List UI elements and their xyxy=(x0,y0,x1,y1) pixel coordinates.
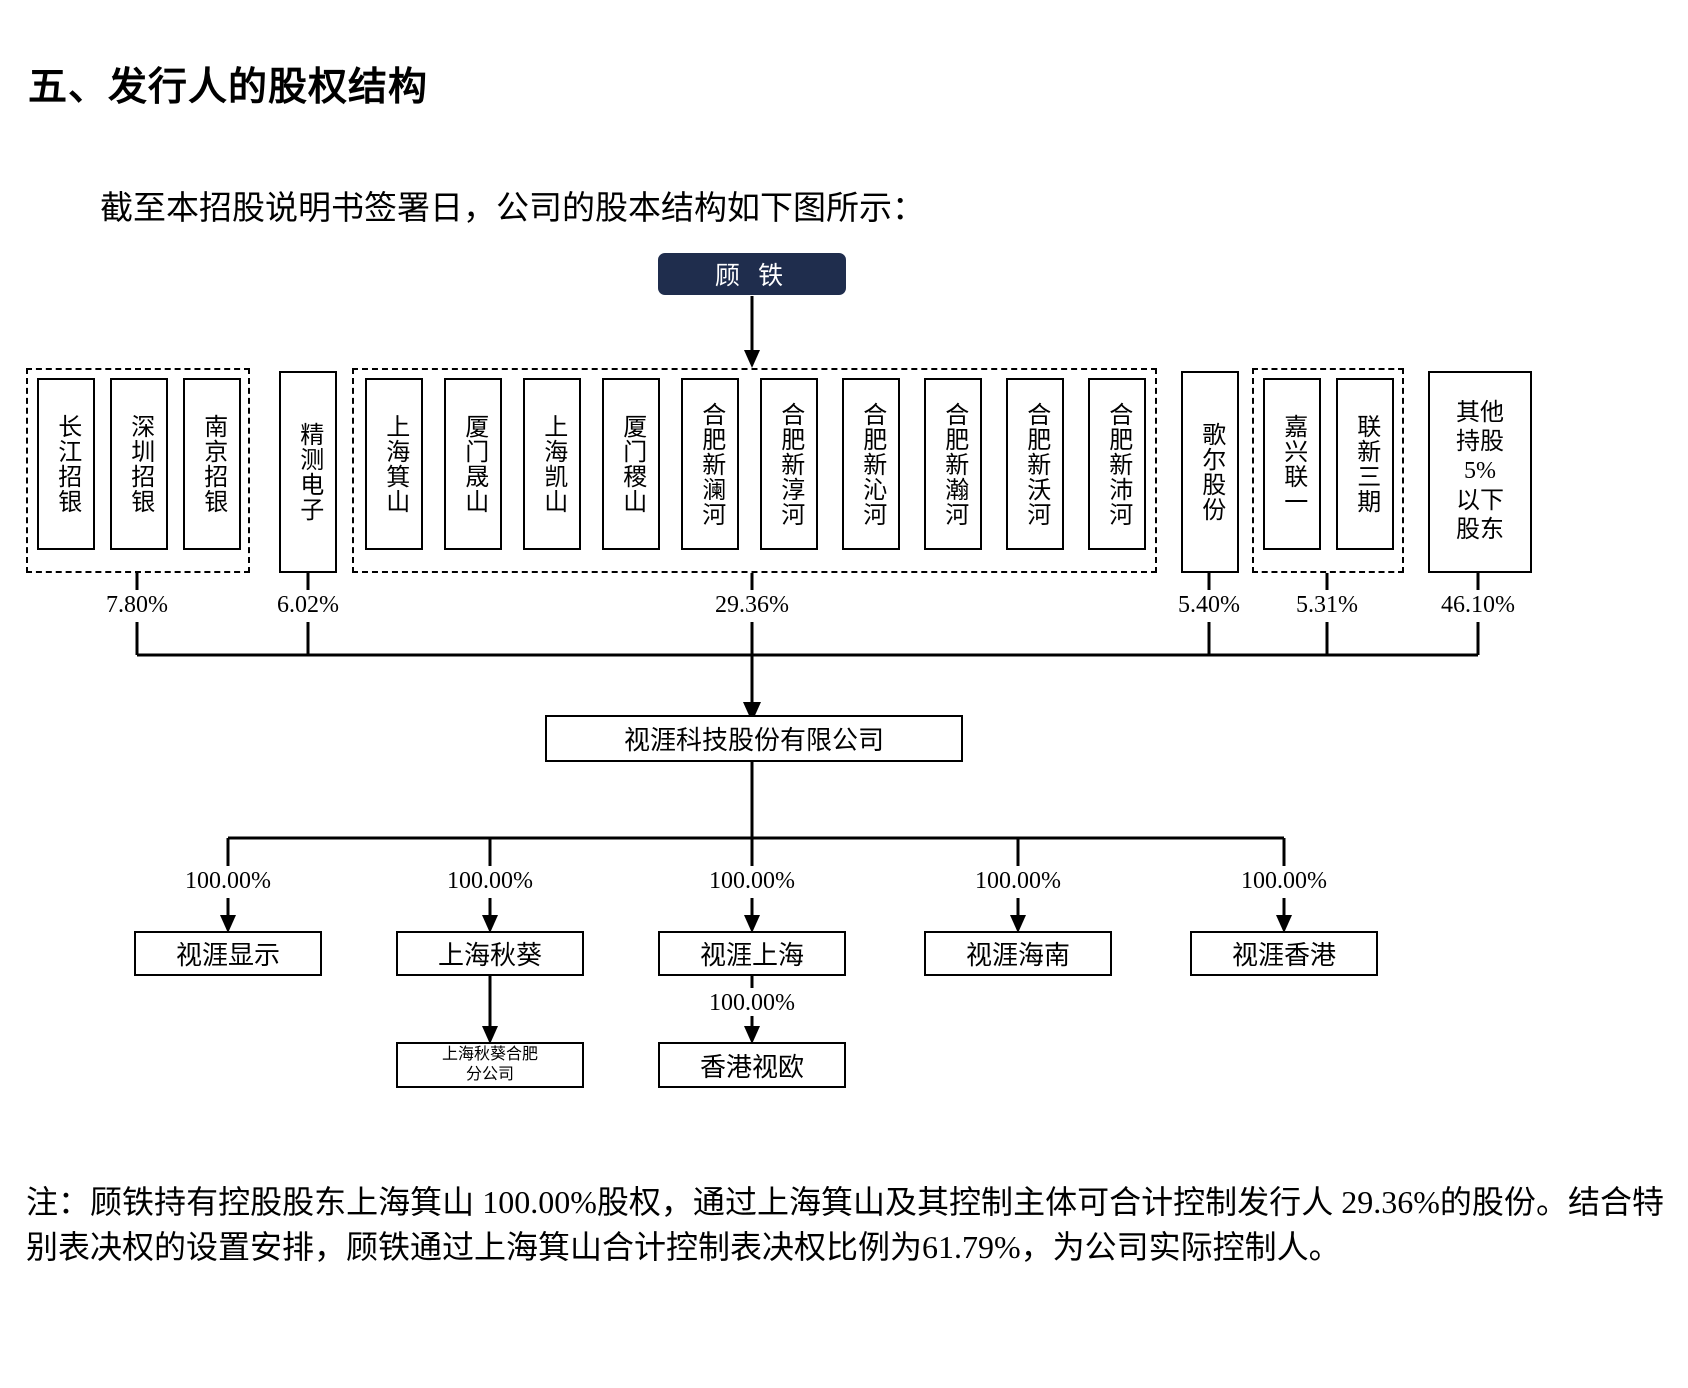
shareholder-label: 厦门晟山 xyxy=(460,414,487,514)
shareholder-box-shanghai-kaishan[interactable]: 上海凯山 xyxy=(523,378,581,550)
shareholder-label: 精测电子 xyxy=(295,422,322,522)
shareholder-label: 深圳招银 xyxy=(126,414,153,514)
page-title: 五、发行人的股权结构 xyxy=(28,65,429,111)
shareholder-label: 联新三期 xyxy=(1352,414,1379,514)
shareholder-box-shanghai-jishan[interactable]: 上海箕山 xyxy=(365,378,423,550)
shareholder-label: 上海箕山 xyxy=(381,414,408,514)
pct-shiya-xianshi: 100.00% xyxy=(185,868,271,894)
shareholder-label: 歌尔股份 xyxy=(1197,422,1224,522)
group-outline-lianxin xyxy=(1252,368,1404,573)
shareholder-box-shenzhen-zhaoyin[interactable]: 深圳招银 xyxy=(110,378,168,550)
shareholder-box-nanjing-zhaoyin[interactable]: 南京招银 xyxy=(183,378,241,550)
shareholder-box-jiaxing-lianyi[interactable]: 嘉兴联一 xyxy=(1263,378,1321,550)
shareholder-label: 厦门稷山 xyxy=(618,414,645,514)
pct-shanghai-qiukui: 100.00% xyxy=(447,868,533,894)
shareholder-box-hefei-xinlanhe[interactable]: 合肥新澜河 xyxy=(681,378,739,550)
shareholder-box-lianxin-sanqi[interactable]: 联新三期 xyxy=(1336,378,1394,550)
pct-hongkong-shiou: 100.00% xyxy=(709,990,795,1016)
shareholder-box-hefei-xinchunhe[interactable]: 合肥新淳河 xyxy=(760,378,818,550)
other-holders-line-4: 以下 xyxy=(1456,487,1504,514)
controller-node[interactable]: 顾 铁 xyxy=(658,253,846,295)
other-holders-line-2: 持股 xyxy=(1456,429,1504,456)
shareholder-label: 合肥新沁河 xyxy=(858,401,885,527)
sub-subsidiary-box-hongkong-shiou[interactable]: 香港视欧 xyxy=(658,1042,846,1088)
shareholder-box-hefei-xinhanhe[interactable]: 合肥新瀚河 xyxy=(924,378,982,550)
shareholder-box-hefei-xinqinhe[interactable]: 合肥新沁河 xyxy=(842,378,900,550)
group-outline-zhaoyin xyxy=(26,368,250,573)
pct-zhaoyin: 7.80% xyxy=(106,592,168,618)
pct-controller-parties: 29.36% xyxy=(715,592,789,618)
shareholder-box-xiamen-shengshan[interactable]: 厦门晟山 xyxy=(444,378,502,550)
subsidiary-box-shiya-hainan[interactable]: 视涯海南 xyxy=(924,931,1112,976)
pct-shiya-hongkong: 100.00% xyxy=(1241,868,1327,894)
subsidiary-box-shanghai-qiukui[interactable]: 上海秋葵 xyxy=(396,931,584,976)
shareholder-box-other-holders[interactable]: 其他 持股 5% 以下 股东 xyxy=(1428,371,1532,573)
other-holders-line-5: 股东 xyxy=(1456,516,1504,543)
pct-other-holders: 46.10% xyxy=(1441,592,1515,618)
shareholder-label: 合肥新瀚河 xyxy=(940,401,967,527)
pct-lianxin: 5.31% xyxy=(1296,592,1358,618)
intro-paragraph: 截至本招股说明书签署日，公司的股本结构如下图所示： xyxy=(100,191,925,227)
shareholder-label: 合肥新沃河 xyxy=(1022,401,1049,527)
shareholder-label: 嘉兴联一 xyxy=(1279,414,1306,514)
shareholder-box-hefei-xinwohe[interactable]: 合肥新沃河 xyxy=(1006,378,1064,550)
shareholder-box-changjiang-zhaoyin[interactable]: 长江招银 xyxy=(37,378,95,550)
subsidiary-box-shiya-hongkong[interactable]: 视涯香港 xyxy=(1190,931,1378,976)
pct-shiya-hainan: 100.00% xyxy=(975,868,1061,894)
branch-name-line-2: 分公司 xyxy=(465,1066,514,1083)
shareholder-label: 合肥新沛河 xyxy=(1104,401,1131,527)
shareholder-box-xiamen-jishan[interactable]: 厦门稷山 xyxy=(602,378,660,550)
other-holders-line-3: 5% xyxy=(1464,458,1496,485)
shareholder-box-jingce-dianzi[interactable]: 精测电子 xyxy=(279,371,337,573)
shareholder-label: 合肥新澜河 xyxy=(697,401,724,527)
pct-shiya-shanghai: 100.00% xyxy=(709,868,795,894)
subsidiary-box-shiya-shanghai[interactable]: 视涯上海 xyxy=(658,931,846,976)
footnote-text: 注：顾铁持有控股股东上海箕山 100.00%股权，通过上海箕山及其控制主体可合计… xyxy=(26,1184,1664,1266)
pct-goertek: 5.40% xyxy=(1178,592,1240,618)
shareholder-label: 南京招银 xyxy=(199,414,226,514)
shareholder-label: 合肥新淳河 xyxy=(776,401,803,527)
other-holders-line-1: 其他 xyxy=(1456,399,1504,426)
shareholder-label: 上海凯山 xyxy=(539,414,566,514)
shareholder-box-hefei-xinpeihe[interactable]: 合肥新沛河 xyxy=(1088,378,1146,550)
issuer-box[interactable]: 视涯科技股份有限公司 xyxy=(545,715,963,762)
shareholder-box-goertek[interactable]: 歌尔股份 xyxy=(1181,371,1239,573)
pct-jingce: 6.02% xyxy=(277,592,339,618)
branch-name-line-1: 上海秋葵合肥 xyxy=(441,1046,538,1063)
shareholder-label: 长江招银 xyxy=(53,414,80,514)
group-outline-controller-parties xyxy=(352,368,1157,573)
sub-subsidiary-box-qiukui-hefei-branch[interactable]: 上海秋葵合肥 分公司 xyxy=(396,1042,584,1088)
subsidiary-box-shiya-xianshi[interactable]: 视涯显示 xyxy=(134,931,322,976)
